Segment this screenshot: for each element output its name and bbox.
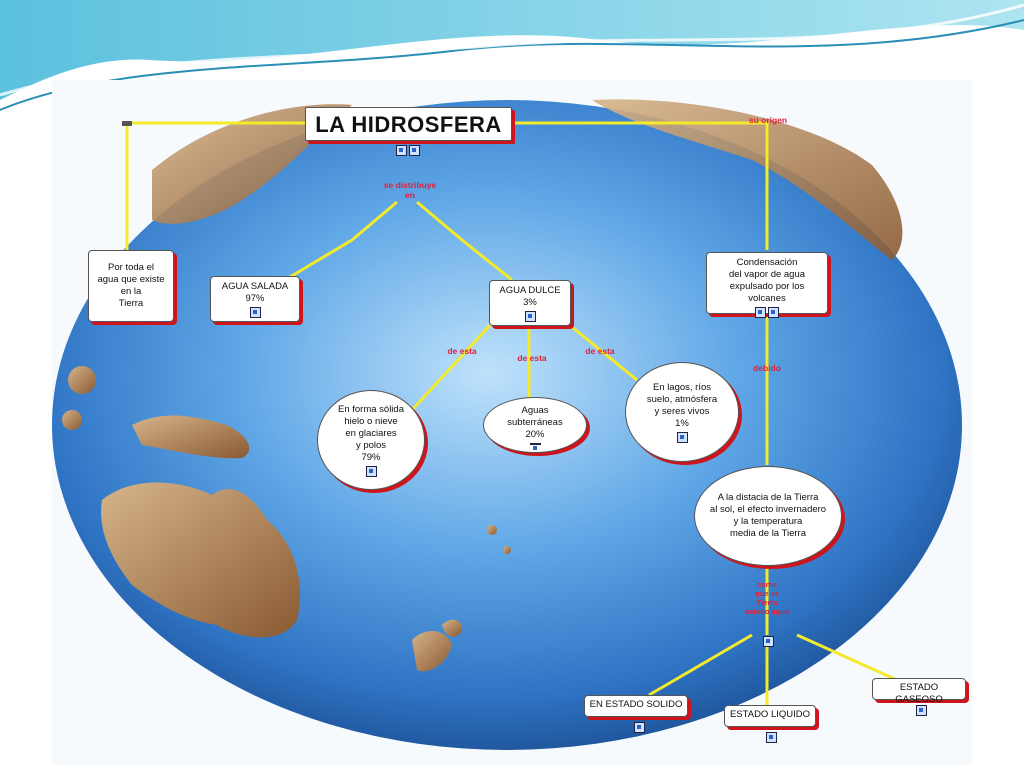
link-icon[interactable]	[409, 145, 420, 157]
node-agua-dulce[interactable]: AGUA DULCE 3%	[489, 280, 571, 326]
connector-se-distribuye: se distribuye en	[383, 180, 437, 200]
node-agua-dulce-text: AGUA DULCE 3%	[499, 285, 561, 308]
link-icon[interactable]	[763, 636, 774, 648]
link-icon[interactable]	[916, 705, 927, 716]
node-toda-tierra[interactable]: Por toda el agua que existe en la Tierra	[88, 250, 174, 322]
node-agua-salada-text: AGUA SALADA 97%	[221, 281, 289, 304]
connector-su-origen: su origen	[748, 115, 788, 125]
concept-map-canvas: LA HIDROSFERA se distribuye en de esta d…	[52, 80, 972, 765]
node-distancia-text: A la distacia de la Tierra al sol, el ef…	[709, 492, 827, 539]
node-estado-solido-text: EN ESTADO SOLIDO	[589, 699, 683, 710]
node-estado-gaseoso[interactable]: ESTADO GASEOSO	[872, 678, 966, 716]
bottom-badge	[762, 632, 775, 650]
connector-debido: debido	[753, 363, 781, 373]
node-lagos[interactable]: En lagos, ríos suelo, atmósfera y seres …	[625, 362, 739, 462]
node-estado-liquido[interactable]: ESTADO LIQUIDO	[724, 705, 816, 743]
node-solido[interactable]: En forma sólida hielo o nieve en glaciar…	[317, 390, 425, 490]
title-badges	[395, 141, 421, 159]
node-distancia[interactable]: A la distacia de la Tierra al sol, el ef…	[694, 466, 842, 566]
node-lagos-text: En lagos, ríos suelo, atmósfera y seres …	[646, 381, 718, 429]
node-estado-liquido-text: ESTADO LIQUIDO	[729, 709, 811, 720]
link-icon[interactable]	[634, 722, 645, 733]
link-icon[interactable]	[755, 307, 766, 318]
connector-de-esta-2: de esta	[517, 353, 547, 363]
node-subterraneas[interactable]: Aguas subterráneas 20%	[483, 397, 587, 453]
node-toda-tierra-text: Por toda el agua que existe en la Tierra	[97, 262, 165, 309]
flag-marker-icon	[122, 121, 132, 126]
connector-de-esta-3: de esta	[585, 346, 615, 356]
node-solido-text: En forma sólida hielo o nieve en glaciar…	[337, 403, 404, 463]
node-agua-salada[interactable]: AGUA SALADA 97%	[210, 276, 300, 322]
node-condensacion-text: Condensación del vapor de agua expulsado…	[728, 257, 806, 304]
node-estado-solido[interactable]: EN ESTADO SOLIDO	[584, 695, 688, 733]
link-icon[interactable]	[768, 307, 779, 318]
link-icon[interactable]	[249, 307, 261, 318]
node-condensacion[interactable]: Condensación del vapor de agua expulsado…	[706, 252, 828, 318]
link-icon[interactable]	[365, 465, 377, 477]
link-icon[interactable]	[676, 431, 688, 443]
page-title: LA HIDROSFERA	[315, 112, 502, 137]
link-icon[interactable]	[529, 443, 541, 450]
connector-bottom: como que se Tierra estado agua	[745, 580, 789, 616]
link-icon[interactable]	[524, 311, 536, 322]
link-icon[interactable]	[766, 732, 777, 743]
link-icon[interactable]	[396, 145, 407, 157]
connector-de-esta-1: de esta	[447, 346, 477, 356]
node-estado-gaseoso-text: ESTADO GASEOSO	[895, 682, 943, 705]
node-subterraneas-text: Aguas subterráneas 20%	[507, 405, 563, 440]
title-node[interactable]: LA HIDROSFERA	[305, 107, 512, 141]
